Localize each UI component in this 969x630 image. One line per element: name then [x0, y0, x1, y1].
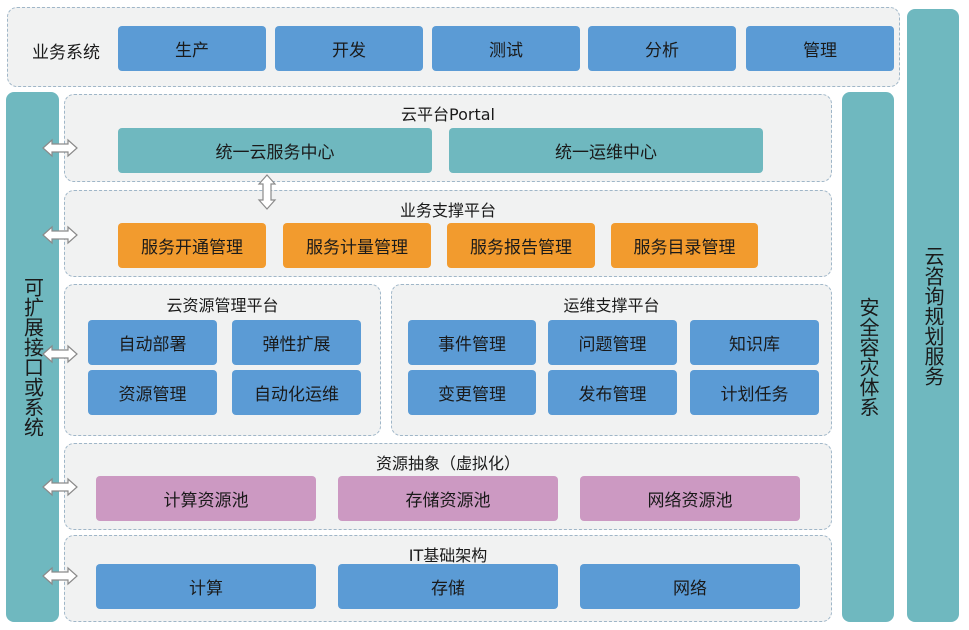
business-system-production[interactable]: 生产	[118, 26, 266, 71]
unified-ops-center[interactable]: 统一运维中心	[449, 128, 763, 173]
double-arrow-horizontal-icon	[42, 566, 78, 586]
compute[interactable]: 计算	[96, 564, 316, 609]
cloud-consulting-label: 云咨询规划服务	[921, 245, 945, 386]
ops-support-title: 运维支撑平台	[563, 296, 660, 315]
security-dr-pillar: 安全容灾体系	[842, 92, 894, 622]
service-metering-mgmt[interactable]: 服务计量管理	[283, 223, 431, 268]
cloud-resource-mgmt-title: 云资源管理平台	[166, 296, 279, 315]
change-mgmt[interactable]: 变更管理	[408, 370, 536, 415]
service-provisioning-mgmt[interactable]: 服务开通管理	[118, 223, 266, 268]
double-arrow-horizontal-icon	[42, 344, 78, 364]
business-system-analysis[interactable]: 分析	[588, 26, 736, 71]
double-arrow-vertical-icon	[257, 174, 277, 210]
network-resource-pool[interactable]: 网络资源池	[580, 476, 800, 521]
service-catalog-mgmt[interactable]: 服务目录管理	[611, 223, 758, 268]
security-dr-label: 安全容灾体系	[856, 297, 880, 417]
unified-cloud-service-center[interactable]: 统一云服务中心	[118, 128, 432, 173]
business-system-development[interactable]: 开发	[275, 26, 423, 71]
extensible-interface-label: 可扩展接口或系统	[20, 277, 45, 437]
resource-mgmt[interactable]: 资源管理	[88, 370, 217, 415]
business-system-management[interactable]: 管理	[746, 26, 894, 71]
automated-ops[interactable]: 自动化运维	[232, 370, 361, 415]
release-mgmt[interactable]: 发布管理	[548, 370, 677, 415]
it-infrastructure-title: IT基础架构	[408, 546, 488, 565]
service-report-mgmt[interactable]: 服务报告管理	[447, 223, 595, 268]
storage-resource-pool[interactable]: 存储资源池	[338, 476, 558, 521]
scheduled-tasks[interactable]: 计划任务	[690, 370, 819, 415]
knowledge-base[interactable]: 知识库	[690, 320, 819, 365]
auto-deploy[interactable]: 自动部署	[88, 320, 217, 365]
cloud-consulting-pillar: 云咨询规划服务	[907, 9, 959, 622]
incident-mgmt[interactable]: 事件管理	[408, 320, 536, 365]
business-systems-label: 业务系统	[32, 43, 100, 63]
double-arrow-horizontal-icon	[42, 477, 78, 497]
elastic-scaling[interactable]: 弹性扩展	[232, 320, 361, 365]
network[interactable]: 网络	[580, 564, 800, 609]
double-arrow-horizontal-icon	[42, 225, 78, 245]
cloud-portal-title: 云平台Portal	[401, 105, 495, 124]
storage[interactable]: 存储	[338, 564, 558, 609]
resource-abstraction-title: 资源抽象（虚拟化）	[375, 454, 520, 473]
problem-mgmt[interactable]: 问题管理	[548, 320, 677, 365]
business-support-title: 业务支撑平台	[399, 201, 496, 220]
business-system-testing[interactable]: 测试	[432, 26, 580, 71]
double-arrow-horizontal-icon	[42, 138, 78, 158]
compute-resource-pool[interactable]: 计算资源池	[96, 476, 316, 521]
